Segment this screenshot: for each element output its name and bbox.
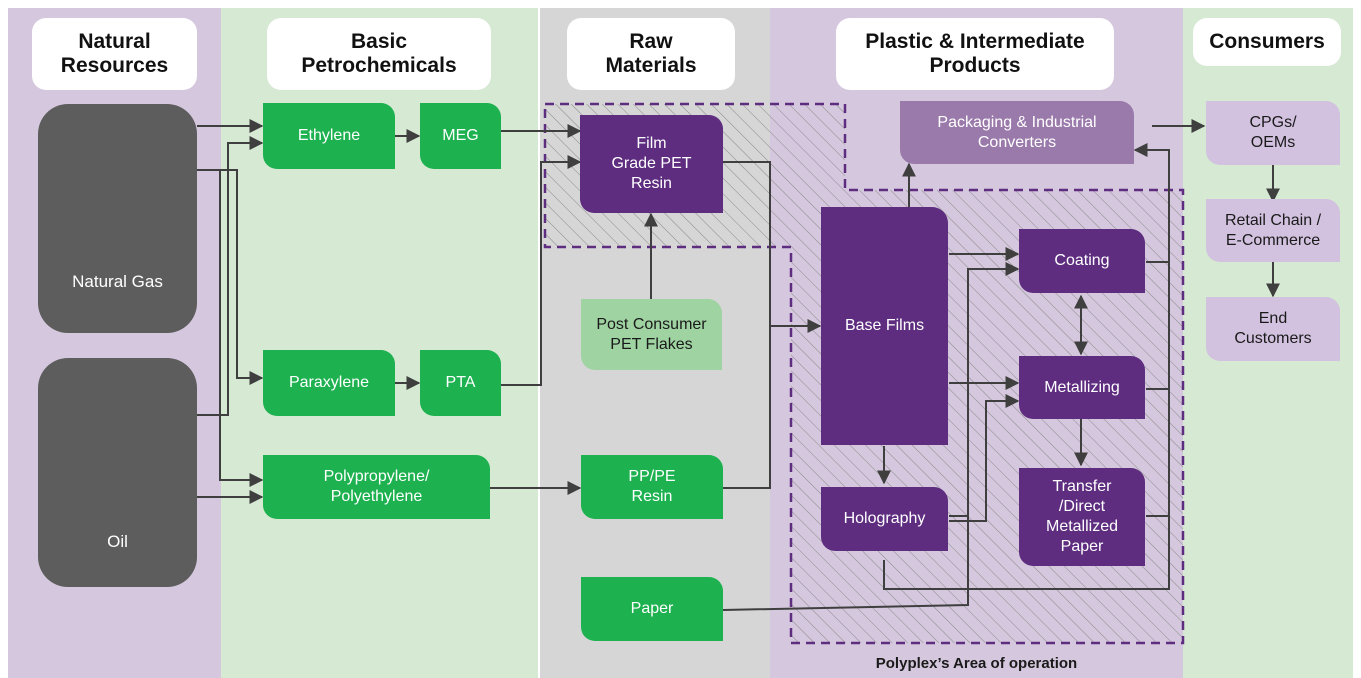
packaging-converters-box: Packaging & Industrial Converters xyxy=(900,101,1134,164)
line-gas-poly xyxy=(219,170,264,487)
header-raw-materials: Raw Materials xyxy=(567,18,735,90)
arrow-oil-ethylene xyxy=(197,136,264,416)
polypropylene-box: Polypropylene/ Polyethylene xyxy=(263,455,490,519)
polyplex-area-label: Polyplex’s Area of operation xyxy=(875,655,1078,672)
arrow-holography-coating xyxy=(949,262,1020,517)
line-holography-bottom xyxy=(883,143,1170,590)
paraxylene-box: Paraxylene xyxy=(263,350,395,416)
metallizing-box: Metallizing xyxy=(1019,356,1145,419)
film-grade-pet-resin-box: Film Grade PET Resin xyxy=(580,115,723,213)
retail-ecommerce-box: Retail Chain / E-Commerce xyxy=(1206,199,1340,262)
arrow-paper-metallizing xyxy=(722,516,969,611)
oil-box: Oil xyxy=(38,358,197,587)
pta-box: PTA xyxy=(420,350,501,416)
coating-box: Coating xyxy=(1019,229,1145,293)
pp-pe-resin-box: PP/PE Resin xyxy=(581,455,723,519)
line-gas-trunks xyxy=(197,169,264,385)
header-consumers: Consumers xyxy=(1193,18,1341,66)
ethylene-box: Ethylene xyxy=(263,103,395,169)
natural-gas-box: Natural Gas xyxy=(38,104,197,333)
paper-box: Paper xyxy=(581,577,723,641)
holography-box: Holography xyxy=(821,487,948,551)
header-basic-petrochemicals: Basic Petrochemicals xyxy=(267,18,491,90)
transfer-metallized-paper-box: Transfer /Direct Metallized Paper xyxy=(1019,468,1145,566)
arrow-pta-film xyxy=(501,155,582,386)
natural-gas-label: Natural Gas xyxy=(72,272,163,291)
cpgs-oems-box: CPGs/ OEMs xyxy=(1206,101,1340,165)
oil-label: Oil xyxy=(107,532,128,551)
header-natural-resources: Natural Resources xyxy=(32,18,197,90)
meg-box: MEG xyxy=(420,103,501,169)
base-films-box: Base Films xyxy=(821,207,948,445)
header-plastic-intermediate-products: Plastic & Intermediate Products xyxy=(836,18,1114,90)
post-consumer-pet-flakes-box: Post Consumer PET Flakes xyxy=(581,299,722,370)
end-customers-box: End Customers xyxy=(1206,297,1340,361)
